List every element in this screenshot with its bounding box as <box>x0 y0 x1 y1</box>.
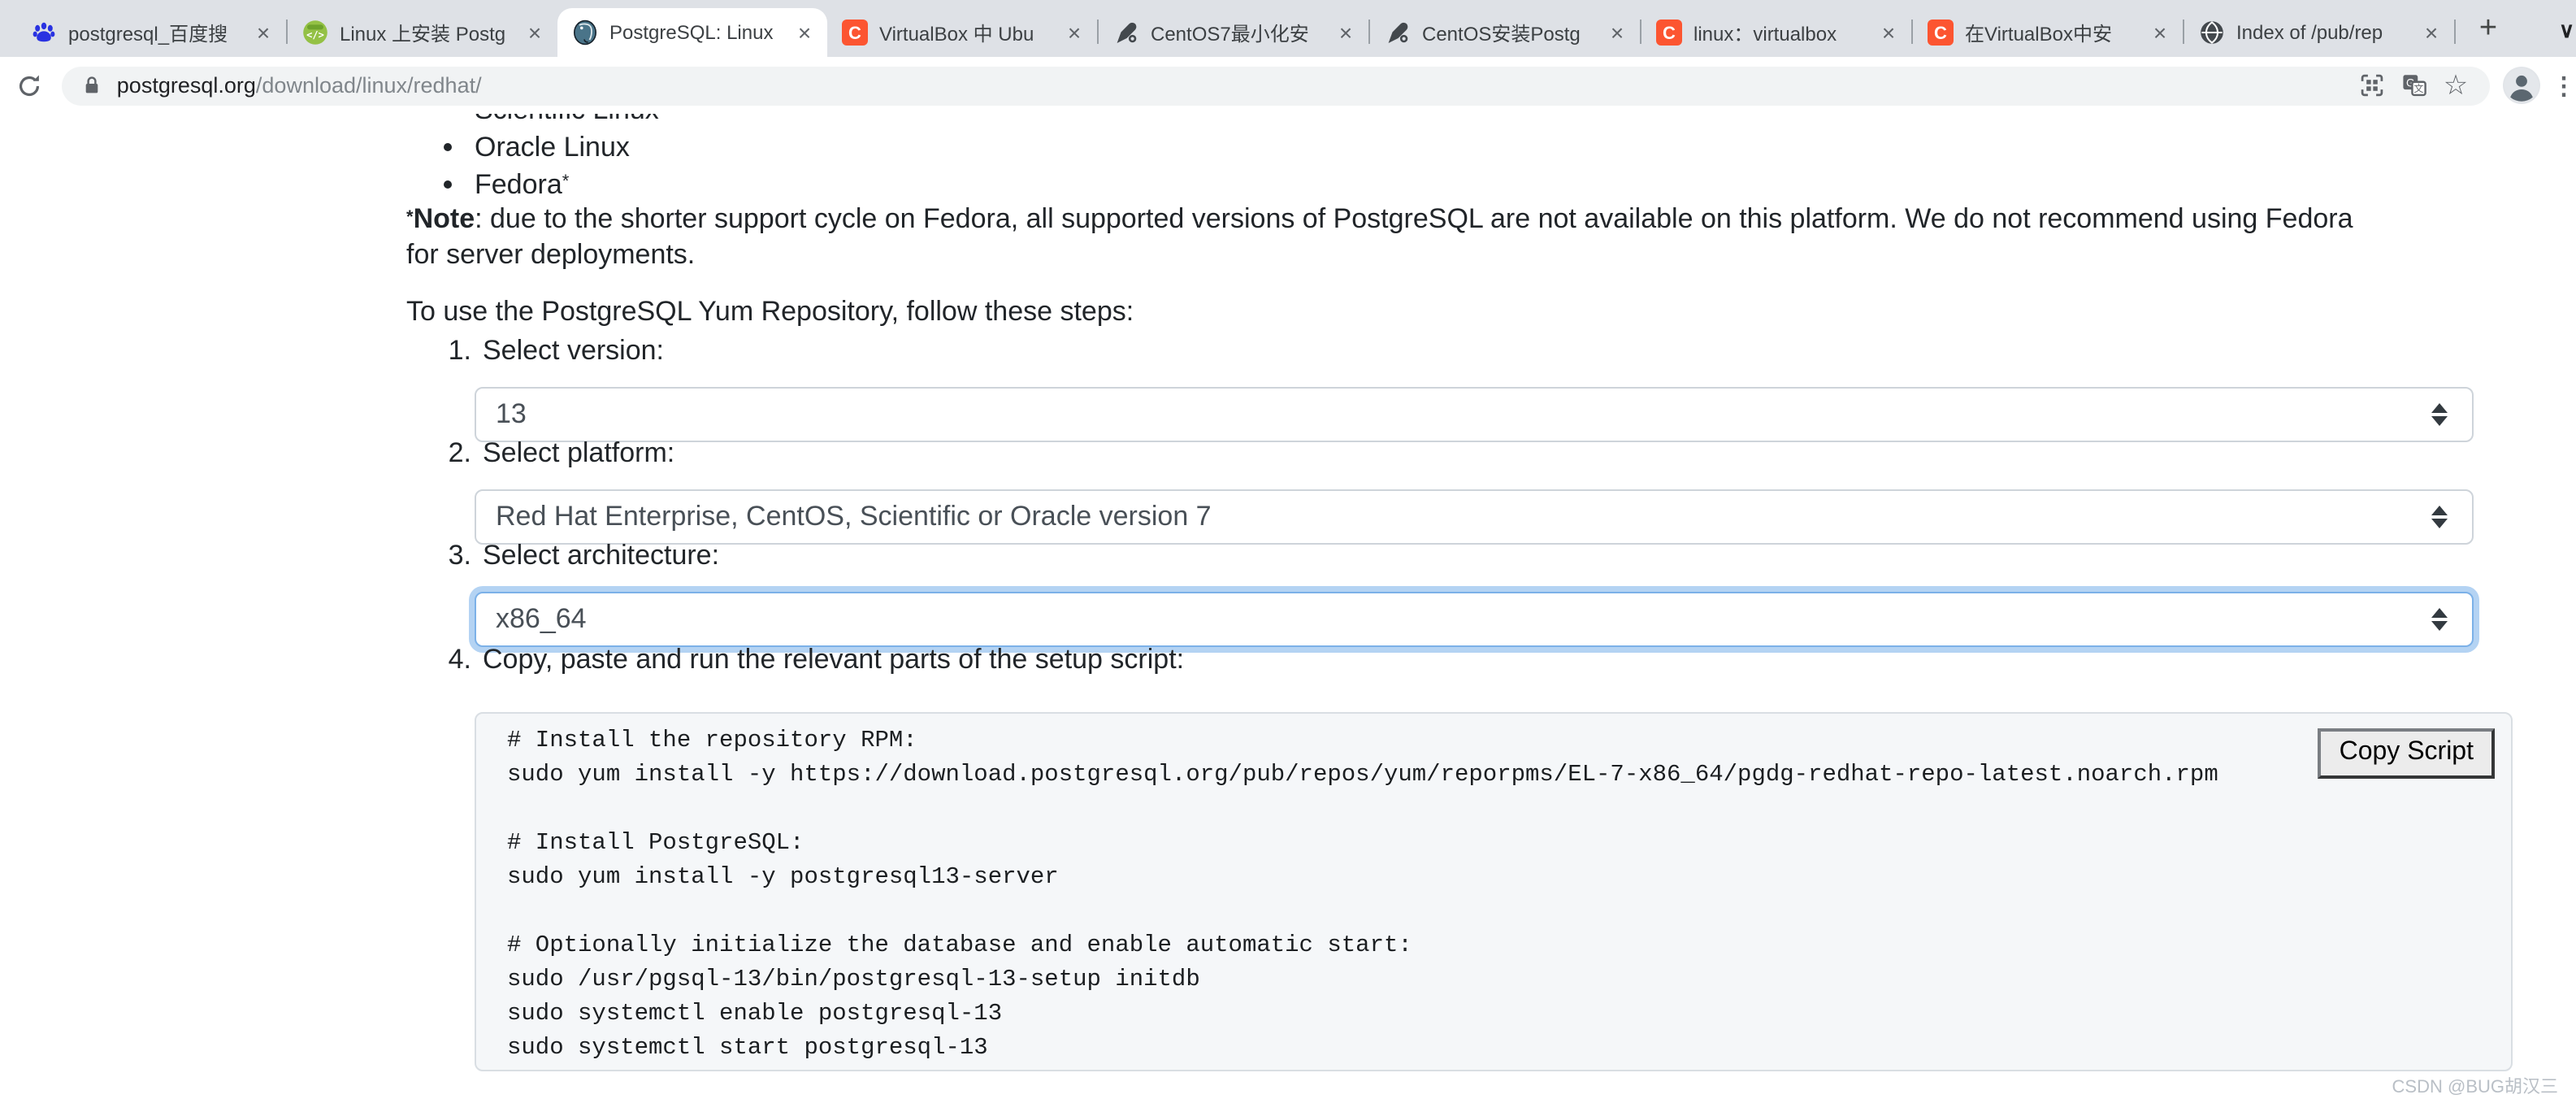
step-2-label: 2.Select platform: <box>448 437 675 468</box>
tab-linux-install-post[interactable]: </> Linux 上安装 Postg × <box>288 8 557 57</box>
fedora-note: *Note: due to the shorter support cycle … <box>406 203 2353 270</box>
tab-title: postgresql_百度搜 <box>68 22 228 45</box>
baidu-favicon <box>31 20 57 46</box>
tab-separator <box>2454 20 2456 44</box>
globe-favicon <box>2199 20 2225 46</box>
url-text[interactable]: postgresql.org/download/linux/redhat/ <box>117 73 2350 98</box>
step-3-label: 3.Select architecture: <box>448 540 720 571</box>
postgresql-favicon <box>572 20 598 46</box>
tab-separator <box>1368 20 1370 44</box>
code-line: # Install PostgreSQL: <box>507 831 804 857</box>
csdn-favicon: C <box>1656 20 1682 46</box>
watermark: CSDN @BUG胡汉三 <box>2392 1078 2558 1097</box>
tab-separator <box>1911 20 1913 44</box>
browser-menu-icon[interactable]: ⋮ <box>2552 72 2576 100</box>
platform-list: Scientific Linux Oracle Linux Fedora* <box>439 114 659 203</box>
tab-close-icon[interactable]: × <box>527 20 542 46</box>
code-line: sudo systemctl start postgresql-13 <box>507 1036 988 1062</box>
tab-close-icon[interactable]: × <box>256 20 271 46</box>
code-line: # Optionally initialize the database and… <box>507 933 1412 959</box>
bookmark-star-icon[interactable]: ☆ <box>2443 70 2469 101</box>
copy-script-button[interactable]: Copy Script <box>2318 728 2495 779</box>
platform-select-value: Red Hat Enterprise, CentOS, Scientific o… <box>496 501 1212 532</box>
tab-title: Index of /pub/rep <box>2236 21 2383 44</box>
architecture-select[interactable]: x86_64 <box>475 592 2474 647</box>
version-select-value: 13 <box>496 398 527 429</box>
tab-title: VirtualBox 中 Ubu <box>879 22 1034 45</box>
select-updown-icon <box>2431 506 2448 528</box>
tab-close-icon[interactable]: × <box>2424 20 2439 46</box>
tab-strip: postgresql_百度搜 × </> Linux 上安装 Postg × P… <box>0 0 2576 57</box>
tab-virtualbox-ubuntu[interactable]: C VirtualBox 中 Ubu × <box>827 8 1097 57</box>
tab-close-icon[interactable]: × <box>797 20 812 46</box>
step-4-label: 4.Copy, paste and run the relevant parts… <box>448 644 1185 675</box>
tab-separator <box>2183 20 2184 44</box>
list-item: Scientific Linux <box>471 114 659 128</box>
page-content: Scientific Linux Oracle Linux Fedora* *N… <box>0 114 2576 1112</box>
pen-favicon <box>1113 20 1139 46</box>
tab-title: PostgreSQL: Linux <box>609 21 774 44</box>
tab-baidu-search[interactable]: postgresql_百度搜 × <box>16 8 286 57</box>
tab-virtualbox-install[interactable]: C 在VirtualBox中安 × <box>1913 8 2183 57</box>
intro-text: To use the PostgreSQL Yum Repository, fo… <box>406 296 1134 327</box>
lock-icon[interactable] <box>81 75 102 96</box>
new-tab-button[interactable]: + <box>2478 11 2498 46</box>
code-line: sudo yum install -y postgresql13-server <box>507 865 1059 891</box>
tab-linux-virtualbox[interactable]: C linux：virtualbox × <box>1641 8 1911 57</box>
code-line: sudo yum install -y https://download.pos… <box>507 762 2218 788</box>
csdn-favicon: C <box>842 20 868 46</box>
tab-title: CentOS7最小化安 <box>1151 22 1309 45</box>
svg-text:G: G <box>2405 76 2414 89</box>
code-line <box>507 896 2511 930</box>
pen-favicon <box>1385 20 1411 46</box>
qr-share-icon[interactable] <box>2350 67 2392 103</box>
reload-icon[interactable] <box>11 67 47 103</box>
url-path: /download/linux/redhat/ <box>255 73 482 98</box>
tab-close-icon[interactable]: × <box>1067 20 1082 46</box>
platform-select[interactable]: Red Hat Enterprise, CentOS, Scientific o… <box>475 489 2474 545</box>
tab-title: linux：virtualbox <box>1693 22 1837 45</box>
code-line: sudo /usr/pgsql-13/bin/postgresql-13-set… <box>507 967 1200 993</box>
list-item: Fedora* <box>471 166 659 203</box>
tab-separator <box>1640 20 1641 44</box>
select-updown-icon <box>2431 608 2448 631</box>
tab-index-pub-repos[interactable]: Index of /pub/rep × <box>2184 8 2454 57</box>
tab-separator <box>1097 20 1099 44</box>
svg-text:文: 文 <box>2413 83 2422 94</box>
profile-avatar[interactable] <box>2503 67 2540 104</box>
code-site-favicon: </> <box>302 20 328 46</box>
svg-text:</>: </> <box>306 29 324 41</box>
tab-separator <box>286 20 288 44</box>
tab-close-icon[interactable]: × <box>1881 20 1896 46</box>
tab-centos7-minimal-install[interactable]: CentOS7最小化安 × <box>1099 8 1368 57</box>
version-select[interactable]: 13 <box>475 387 2474 442</box>
list-item: Oracle Linux <box>471 128 659 166</box>
select-updown-icon <box>2431 403 2448 426</box>
url-domain: postgresql.org <box>116 73 256 98</box>
tab-postgresql-download-active[interactable]: PostgreSQL: Linux × <box>557 8 827 57</box>
svg-text:C: C <box>1663 23 1676 43</box>
tab-close-icon[interactable]: × <box>2153 20 2167 46</box>
architecture-select-value: x86_64 <box>496 603 587 634</box>
svg-text:C: C <box>848 23 861 43</box>
tab-close-icon[interactable]: × <box>1610 20 1624 46</box>
setup-script-code-block: # Install the repository RPM: sudo yum i… <box>475 712 2513 1071</box>
tab-title: 在VirtualBox中安 <box>1965 22 2112 45</box>
code-line <box>507 793 2511 827</box>
tab-close-icon[interactable]: × <box>1338 20 1353 46</box>
svg-text:C: C <box>1934 23 1947 43</box>
csdn-favicon: C <box>1928 20 1954 46</box>
tab-centos-install-postgres[interactable]: CentOS安装Postg × <box>1370 8 1640 57</box>
tab-title: Linux 上安装 Postg <box>340 22 506 45</box>
code-line: sudo systemctl enable postgresql-13 <box>507 1001 1003 1027</box>
tab-search-chevron-icon[interactable]: ∨ <box>2558 18 2574 42</box>
tab-title: CentOS安装Postg <box>1422 22 1581 45</box>
step-1-label: 1.Select version: <box>448 335 664 366</box>
code-line: # Install the repository RPM: <box>507 728 917 754</box>
